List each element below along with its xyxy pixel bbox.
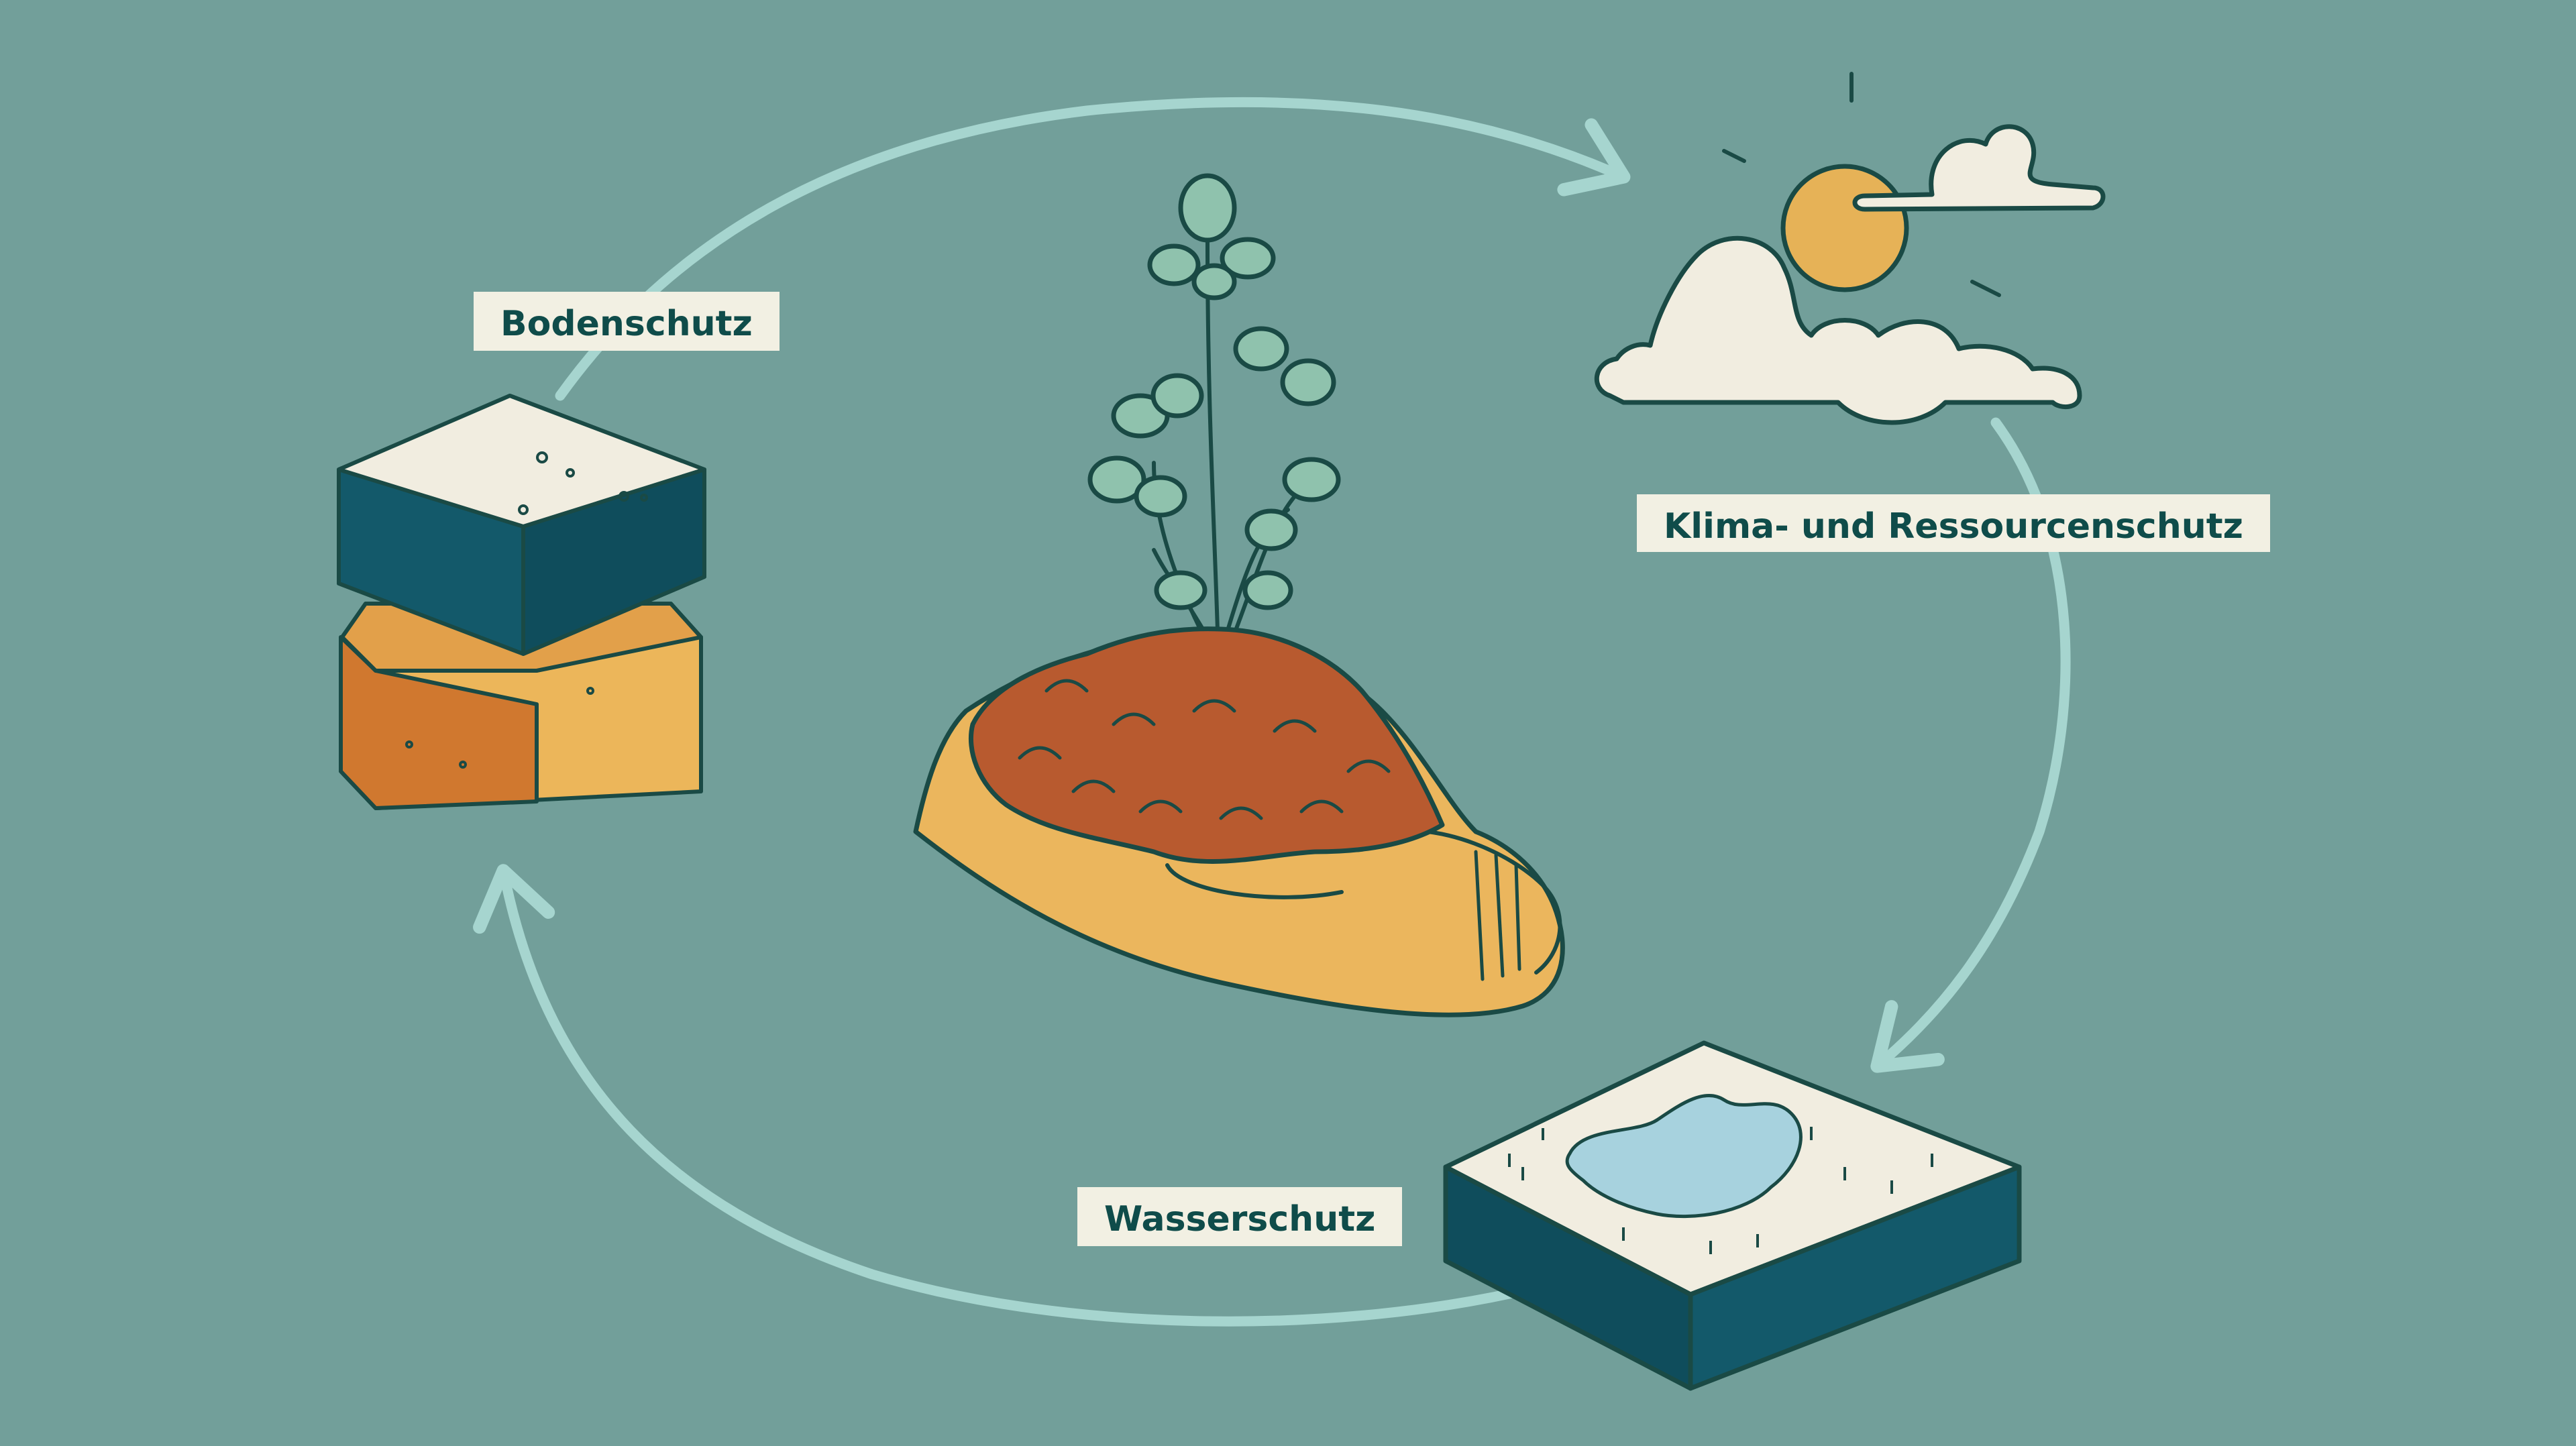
cycle-arrow-top xyxy=(555,97,1631,401)
hand-with-soil-and-clover-icon xyxy=(913,173,1565,1017)
cycle-arrow-bottom xyxy=(473,864,1542,1327)
water-soil-block-icon xyxy=(1443,1040,2022,1391)
label-bodenschutz: Bodenschutz xyxy=(474,292,780,351)
sun-and-clouds-icon xyxy=(1594,72,2106,425)
label-klima-und-ressourcenschutz: Klima- und Ressourcenschutz xyxy=(1637,494,2270,552)
label-wasserschutz: Wasserschutz xyxy=(1077,1187,1403,1246)
soil-blocks-icon xyxy=(337,394,706,810)
